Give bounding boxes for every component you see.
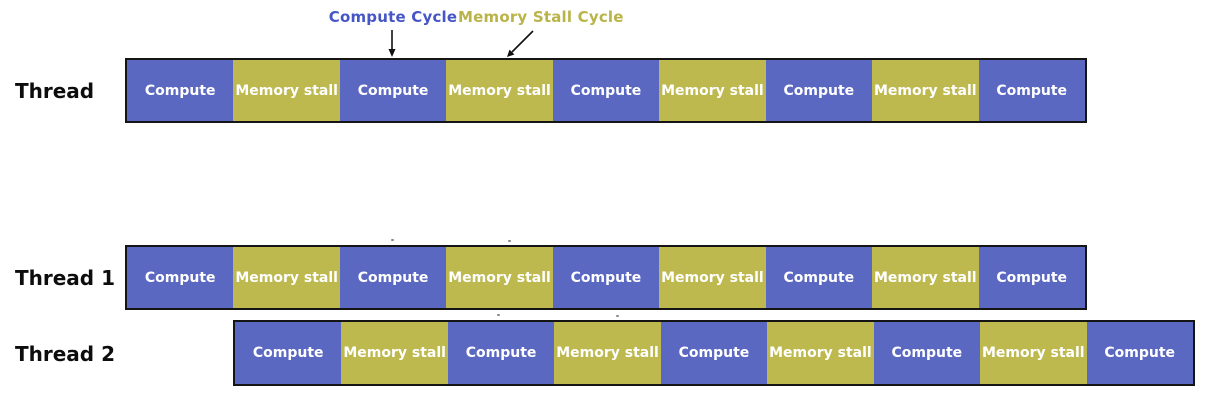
stray-mark — [497, 314, 500, 316]
memory-stall-block: Memory stall — [659, 247, 766, 308]
compute-block: Compute — [660, 322, 768, 384]
memory-stall-block: Memory stall — [659, 60, 766, 121]
thread-row-label: Thread — [15, 79, 95, 103]
compute-block: Compute — [765, 60, 873, 121]
compute-block: Compute — [552, 60, 660, 121]
compute-cycle-arrow — [388, 30, 396, 57]
stray-mark — [508, 240, 511, 242]
compute-block: Compute — [978, 247, 1085, 308]
compute-block: Compute — [127, 60, 234, 121]
memory-stall-block: Memory stall — [980, 322, 1087, 384]
thread-1-row-label: Thread 1 — [15, 266, 115, 290]
legend-annotation-arrows — [388, 30, 534, 57]
memory-stall-block: Memory stall — [872, 60, 979, 121]
stray-mark — [391, 239, 394, 241]
compute-block: Compute — [127, 247, 234, 308]
compute-block: Compute — [235, 322, 342, 384]
memory-stall-block: Memory stall — [872, 247, 979, 308]
stray-mark — [616, 315, 619, 317]
compute-block: Compute — [552, 247, 660, 308]
memory-stall-block: Memory stall — [233, 60, 340, 121]
compute-block: Compute — [339, 60, 447, 121]
thread-2-row-label: Thread 2 — [15, 342, 115, 366]
legend-compute-cycle-label: Compute Cycle — [328, 8, 458, 26]
compute-block: Compute — [765, 247, 873, 308]
compute-block: Compute — [339, 247, 447, 308]
memory-stall-block: Memory stall — [554, 322, 661, 384]
legend-memory-stall-cycle-label: Memory Stall Cycle — [458, 8, 624, 26]
memory-stall-block: Memory stall — [446, 60, 553, 121]
memory-stall-block: Memory stall — [767, 322, 874, 384]
memory-stall-cycle-arrow — [507, 30, 534, 57]
compute-block: Compute — [447, 322, 555, 384]
memory-stall-block: Memory stall — [446, 247, 553, 308]
compute-block: Compute — [978, 60, 1085, 121]
compute-block: Compute — [1086, 322, 1193, 384]
memory-stall-block: Memory stall — [341, 322, 448, 384]
memory-stall-block: Memory stall — [233, 247, 340, 308]
compute-block: Compute — [873, 322, 981, 384]
